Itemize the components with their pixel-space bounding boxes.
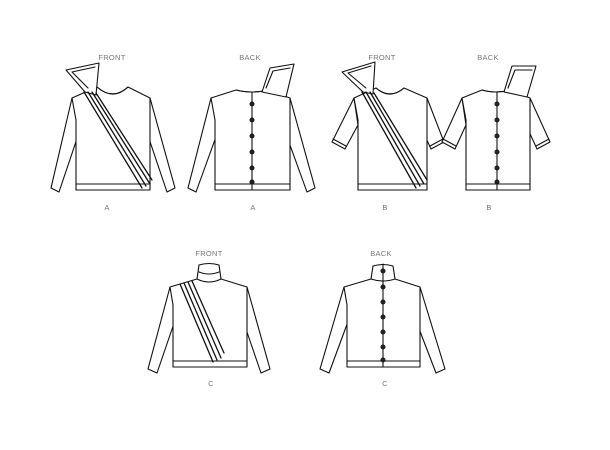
button	[380, 299, 386, 305]
button	[380, 314, 386, 320]
garment-b-back	[441, 65, 551, 191]
button	[249, 179, 255, 185]
pleat-line	[179, 283, 214, 363]
pleat-line	[91, 91, 151, 185]
view-heading: FRONT	[195, 249, 222, 258]
button	[494, 101, 500, 107]
short-sleeve-left	[441, 97, 467, 150]
neckline	[96, 86, 129, 95]
view-heading: FRONT	[98, 53, 125, 62]
turtleneck-collar	[196, 262, 222, 283]
button	[249, 133, 255, 139]
view-heading: BACK	[477, 53, 499, 62]
garment-a-front	[50, 62, 176, 193]
button	[380, 357, 386, 363]
button	[380, 284, 386, 290]
neck-panel-inner	[71, 66, 96, 89]
short-sleeve-left	[331, 97, 359, 150]
pleat-line	[187, 281, 222, 359]
button	[249, 101, 255, 107]
view-a-front: FRONT A	[50, 53, 176, 212]
button	[494, 149, 500, 155]
garment-c-back	[319, 263, 446, 374]
sleeve-band	[535, 138, 550, 147]
view-caption: A	[104, 203, 109, 212]
view-a-back: BACK A	[187, 53, 316, 212]
view-caption: A	[250, 203, 255, 212]
button-row	[380, 268, 386, 363]
pleat-line	[361, 91, 417, 189]
button	[494, 179, 500, 185]
button-row	[249, 101, 255, 185]
view-c-front: FRONT C	[147, 249, 271, 388]
view-heading: FRONT	[368, 53, 395, 62]
collar-fold	[198, 271, 220, 275]
sleeve-band	[442, 138, 457, 147]
garment-c-front	[147, 262, 271, 374]
view-c-back: BACK C	[319, 249, 446, 388]
button	[494, 133, 500, 139]
neckline	[375, 87, 405, 95]
sleeve-band	[332, 138, 347, 147]
view-heading: BACK	[239, 53, 261, 62]
view-caption: C	[382, 379, 388, 388]
button	[249, 117, 255, 123]
sleeve-band	[429, 138, 444, 147]
pleat-line	[83, 91, 143, 189]
pleat-line	[87, 91, 147, 187]
neck-panel	[261, 63, 295, 98]
bodice	[343, 278, 421, 368]
button	[380, 329, 386, 335]
bodice	[353, 87, 428, 191]
pleat-line	[95, 92, 153, 181]
garment-a-back	[187, 63, 316, 193]
button-row	[494, 101, 500, 185]
neck-panel	[503, 65, 537, 98]
view-caption: C	[208, 379, 214, 388]
bodice	[169, 278, 248, 368]
pleat-line	[373, 92, 428, 181]
pleat-line	[365, 91, 421, 187]
pleat-line	[191, 280, 225, 354]
pleat-line	[369, 91, 425, 185]
view-caption: B	[486, 203, 491, 212]
neck-panel-inner	[507, 69, 533, 89]
neck-panel-inner	[347, 65, 372, 89]
button	[249, 165, 255, 171]
button	[380, 344, 386, 350]
garment-b-front	[331, 61, 445, 191]
button	[494, 165, 500, 171]
neck-panel	[341, 61, 376, 95]
button	[380, 268, 386, 274]
view-b-back: BACK B	[441, 53, 551, 212]
neck-panel-inner	[265, 67, 291, 89]
pleat-line	[183, 282, 218, 361]
button	[249, 149, 255, 155]
neck-panel	[65, 62, 100, 96]
view-caption: B	[382, 203, 387, 212]
button	[494, 117, 500, 123]
view-heading: BACK	[370, 249, 392, 258]
view-b-front: FRONT B	[331, 53, 445, 212]
